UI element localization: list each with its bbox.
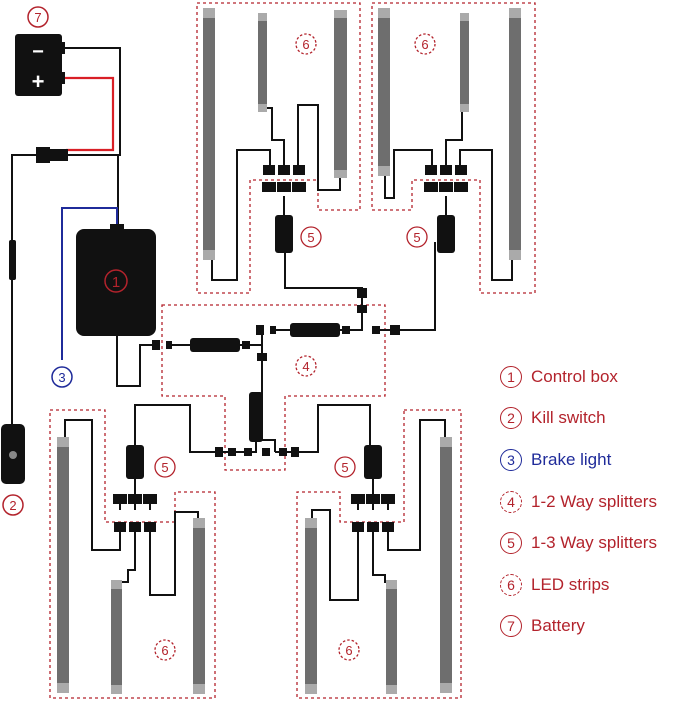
svg-text:5: 5 bbox=[161, 460, 168, 475]
legend-item-battery: 7 Battery bbox=[500, 606, 678, 648]
connectors bbox=[152, 288, 400, 457]
legend-item-brake-light: 3 Brake light bbox=[500, 439, 678, 481]
battery-plus-label: + bbox=[32, 69, 45, 94]
svg-text:5: 5 bbox=[341, 460, 348, 475]
legend: 1 Control box 2 Kill switch 3 Brake ligh… bbox=[500, 356, 678, 647]
svg-text:2: 2 bbox=[9, 498, 16, 513]
battery: − + bbox=[15, 34, 65, 96]
svg-text:6: 6 bbox=[161, 643, 168, 658]
splitter-region-center bbox=[161, 304, 386, 471]
badge-splitter2-center: 4 bbox=[295, 355, 317, 377]
svg-text:5: 5 bbox=[413, 230, 420, 245]
legend-label: Battery bbox=[531, 616, 585, 636]
svg-text:3: 3 bbox=[58, 370, 65, 385]
legend-num: 7 bbox=[500, 615, 522, 638]
svg-text:4: 4 bbox=[302, 359, 309, 374]
legend-label: Kill switch bbox=[531, 408, 606, 428]
fuse-holder bbox=[36, 147, 68, 163]
legend-item-kill-switch: 2 Kill switch bbox=[500, 398, 678, 440]
legend-item-control-box: 1 Control box bbox=[500, 356, 678, 398]
legend-item-1-2-way-splitters: 4 1-2 Way splitters bbox=[500, 481, 678, 523]
strip-group-bottom-left bbox=[49, 409, 216, 699]
control-box: 1 bbox=[76, 224, 156, 336]
led-strips bbox=[57, 8, 521, 694]
control-box-label: 1 bbox=[112, 274, 120, 291]
badge-led-strip-bottom-right: 6 bbox=[338, 639, 360, 661]
badge-splitter3-bottom-right: 5 bbox=[334, 456, 356, 478]
legend-label: Brake light bbox=[531, 449, 612, 469]
splitter-3way-top-right bbox=[424, 165, 468, 253]
badge-battery: 7 bbox=[27, 6, 49, 28]
badge-splitter3-top-right: 5 bbox=[406, 226, 428, 248]
legend-num: 5 bbox=[500, 532, 522, 555]
badge-led-strip-bottom-left: 6 bbox=[154, 639, 176, 661]
legend-num: 2 bbox=[500, 407, 522, 430]
svg-text:6: 6 bbox=[302, 37, 309, 52]
strip-group-top-right bbox=[371, 2, 536, 294]
battery-minus-label: − bbox=[32, 41, 44, 63]
splitter-3way-top-left bbox=[262, 165, 306, 253]
svg-text:6: 6 bbox=[421, 37, 428, 52]
legend-num: 3 bbox=[500, 448, 522, 471]
legend-label: Control box bbox=[531, 366, 618, 386]
badge-led-strip-top-right: 6 bbox=[414, 33, 436, 55]
svg-text:5: 5 bbox=[307, 230, 314, 245]
badge-kill-switch: 2 bbox=[2, 494, 24, 516]
legend-label: 1-3 Way splitters bbox=[531, 533, 657, 553]
badge-led-strip-top-left: 6 bbox=[295, 33, 317, 55]
legend-label: 1-2 Way splitters bbox=[531, 491, 657, 511]
kill-switch bbox=[1, 240, 25, 484]
legend-num: 1 bbox=[500, 365, 522, 388]
legend-num: 4 bbox=[500, 490, 522, 513]
badge-splitter3-bottom-left: 5 bbox=[154, 456, 176, 478]
splitter-3way-bottom-left bbox=[113, 445, 157, 532]
svg-text:6: 6 bbox=[345, 643, 352, 658]
splitter-3way-bottom-right bbox=[351, 445, 395, 532]
legend-item-1-3-way-splitters: 5 1-3 Way splitters bbox=[500, 522, 678, 564]
legend-label: LED strips bbox=[531, 574, 610, 594]
legend-num: 6 bbox=[500, 573, 522, 596]
badge-splitter3-top-left: 5 bbox=[300, 226, 322, 248]
badge-brake-light: 3 bbox=[51, 366, 73, 388]
svg-text:7: 7 bbox=[34, 10, 41, 25]
legend-item-led-strips: 6 LED strips bbox=[500, 564, 678, 606]
